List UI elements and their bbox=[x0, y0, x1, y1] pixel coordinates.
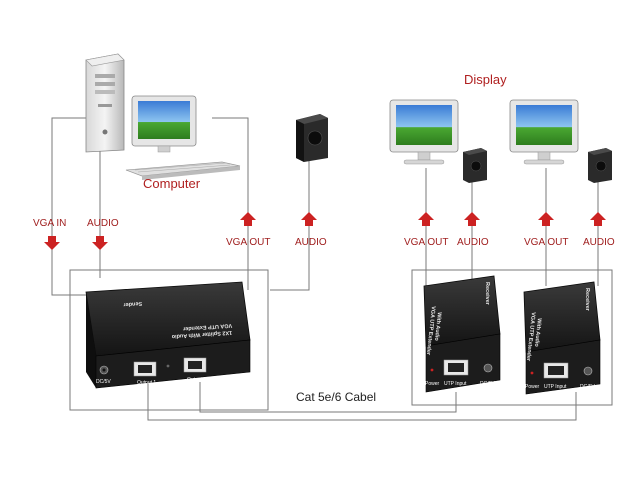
pc-tower bbox=[85, 53, 125, 153]
receiver1-dc-jack bbox=[483, 363, 493, 373]
receiver1-port-power: Power bbox=[425, 381, 440, 387]
vga-in-arrow bbox=[44, 236, 60, 250]
vga-out-pc-arrow bbox=[240, 212, 256, 226]
audio-speaker-arrow bbox=[301, 212, 317, 226]
receiver2-port-power: Power bbox=[525, 384, 540, 390]
speaker-display-2 bbox=[588, 148, 612, 183]
display-1 bbox=[389, 99, 459, 165]
audio-in-label: AUDIO bbox=[87, 218, 119, 229]
vga-out-r2-arrow bbox=[538, 212, 554, 226]
vga-out-r2-label: VGA OUT bbox=[524, 237, 568, 248]
sender-port-dc: DC/5V bbox=[96, 379, 111, 385]
vga-out-pc-label: VGA OUT bbox=[226, 237, 270, 248]
receiver2-line1: VGA UTP Extender bbox=[525, 312, 536, 362]
sender-port-out1: Output 1 bbox=[137, 380, 156, 386]
receiver1-port-dc: DC/5V bbox=[480, 381, 495, 387]
receiver1-line2: With Audio bbox=[433, 312, 442, 342]
display-2 bbox=[509, 99, 579, 165]
pc-keyboard bbox=[125, 161, 241, 180]
sender-output1-port bbox=[133, 361, 157, 377]
cable-label: Cat 5e/6 Cabel bbox=[296, 390, 376, 404]
receiver2-name: Receiver bbox=[584, 288, 590, 312]
display-label: Display bbox=[464, 72, 507, 87]
computer-label: Computer bbox=[143, 176, 201, 191]
receiver2-dc-jack bbox=[583, 366, 593, 376]
receiver2-port-dc: DC/5V bbox=[580, 384, 595, 390]
receiver1-port-utp: UTP Input bbox=[444, 381, 467, 387]
audio-in-arrow bbox=[92, 236, 108, 250]
sender-name: Sender bbox=[122, 300, 142, 307]
receiver1-name: Receiver bbox=[484, 282, 490, 306]
sender-line2: 1X2 Splitter With Audio bbox=[171, 329, 232, 339]
vga-out-r1-label: VGA OUT bbox=[404, 237, 448, 248]
receiver-unit-2: Receiver VGA UTP Extender With Audio Pow… bbox=[523, 281, 601, 395]
pc-monitor bbox=[131, 95, 197, 153]
speaker-left bbox=[296, 114, 328, 162]
receiver2-utp-port bbox=[543, 362, 569, 379]
vga-in-label: VGA IN bbox=[33, 218, 66, 229]
receiver1-utp-port bbox=[443, 359, 469, 376]
sender-line1: VGA UTP Extender bbox=[182, 322, 232, 331]
sender-unit: Sender VGA UTP Extender 1X2 Splitter Wit… bbox=[85, 281, 251, 389]
receiver2-port-utp: UTP Input bbox=[544, 384, 567, 390]
audio-r2-label: AUDIO bbox=[583, 237, 615, 248]
signal-arrows bbox=[44, 212, 606, 250]
audio-speaker-label: AUDIO bbox=[295, 237, 327, 248]
vga-out-r1-arrow bbox=[418, 212, 434, 226]
wires bbox=[51, 117, 613, 421]
receiver2-line2: With Audio bbox=[533, 318, 542, 348]
audio-r2-arrow bbox=[590, 212, 606, 226]
receiver1-line1: VGA UTP Extender bbox=[425, 306, 436, 356]
computer: Computer bbox=[85, 53, 241, 191]
audio-r1-arrow bbox=[464, 212, 480, 226]
speaker-display-1 bbox=[463, 148, 487, 183]
sender-output2-port bbox=[183, 357, 207, 373]
audio-r1-label: AUDIO bbox=[457, 237, 489, 248]
receiver-unit-1: Receiver VGA UTP Extender With Audio Pow… bbox=[423, 275, 501, 393]
sender-port-out2: Output 2 bbox=[187, 377, 206, 383]
